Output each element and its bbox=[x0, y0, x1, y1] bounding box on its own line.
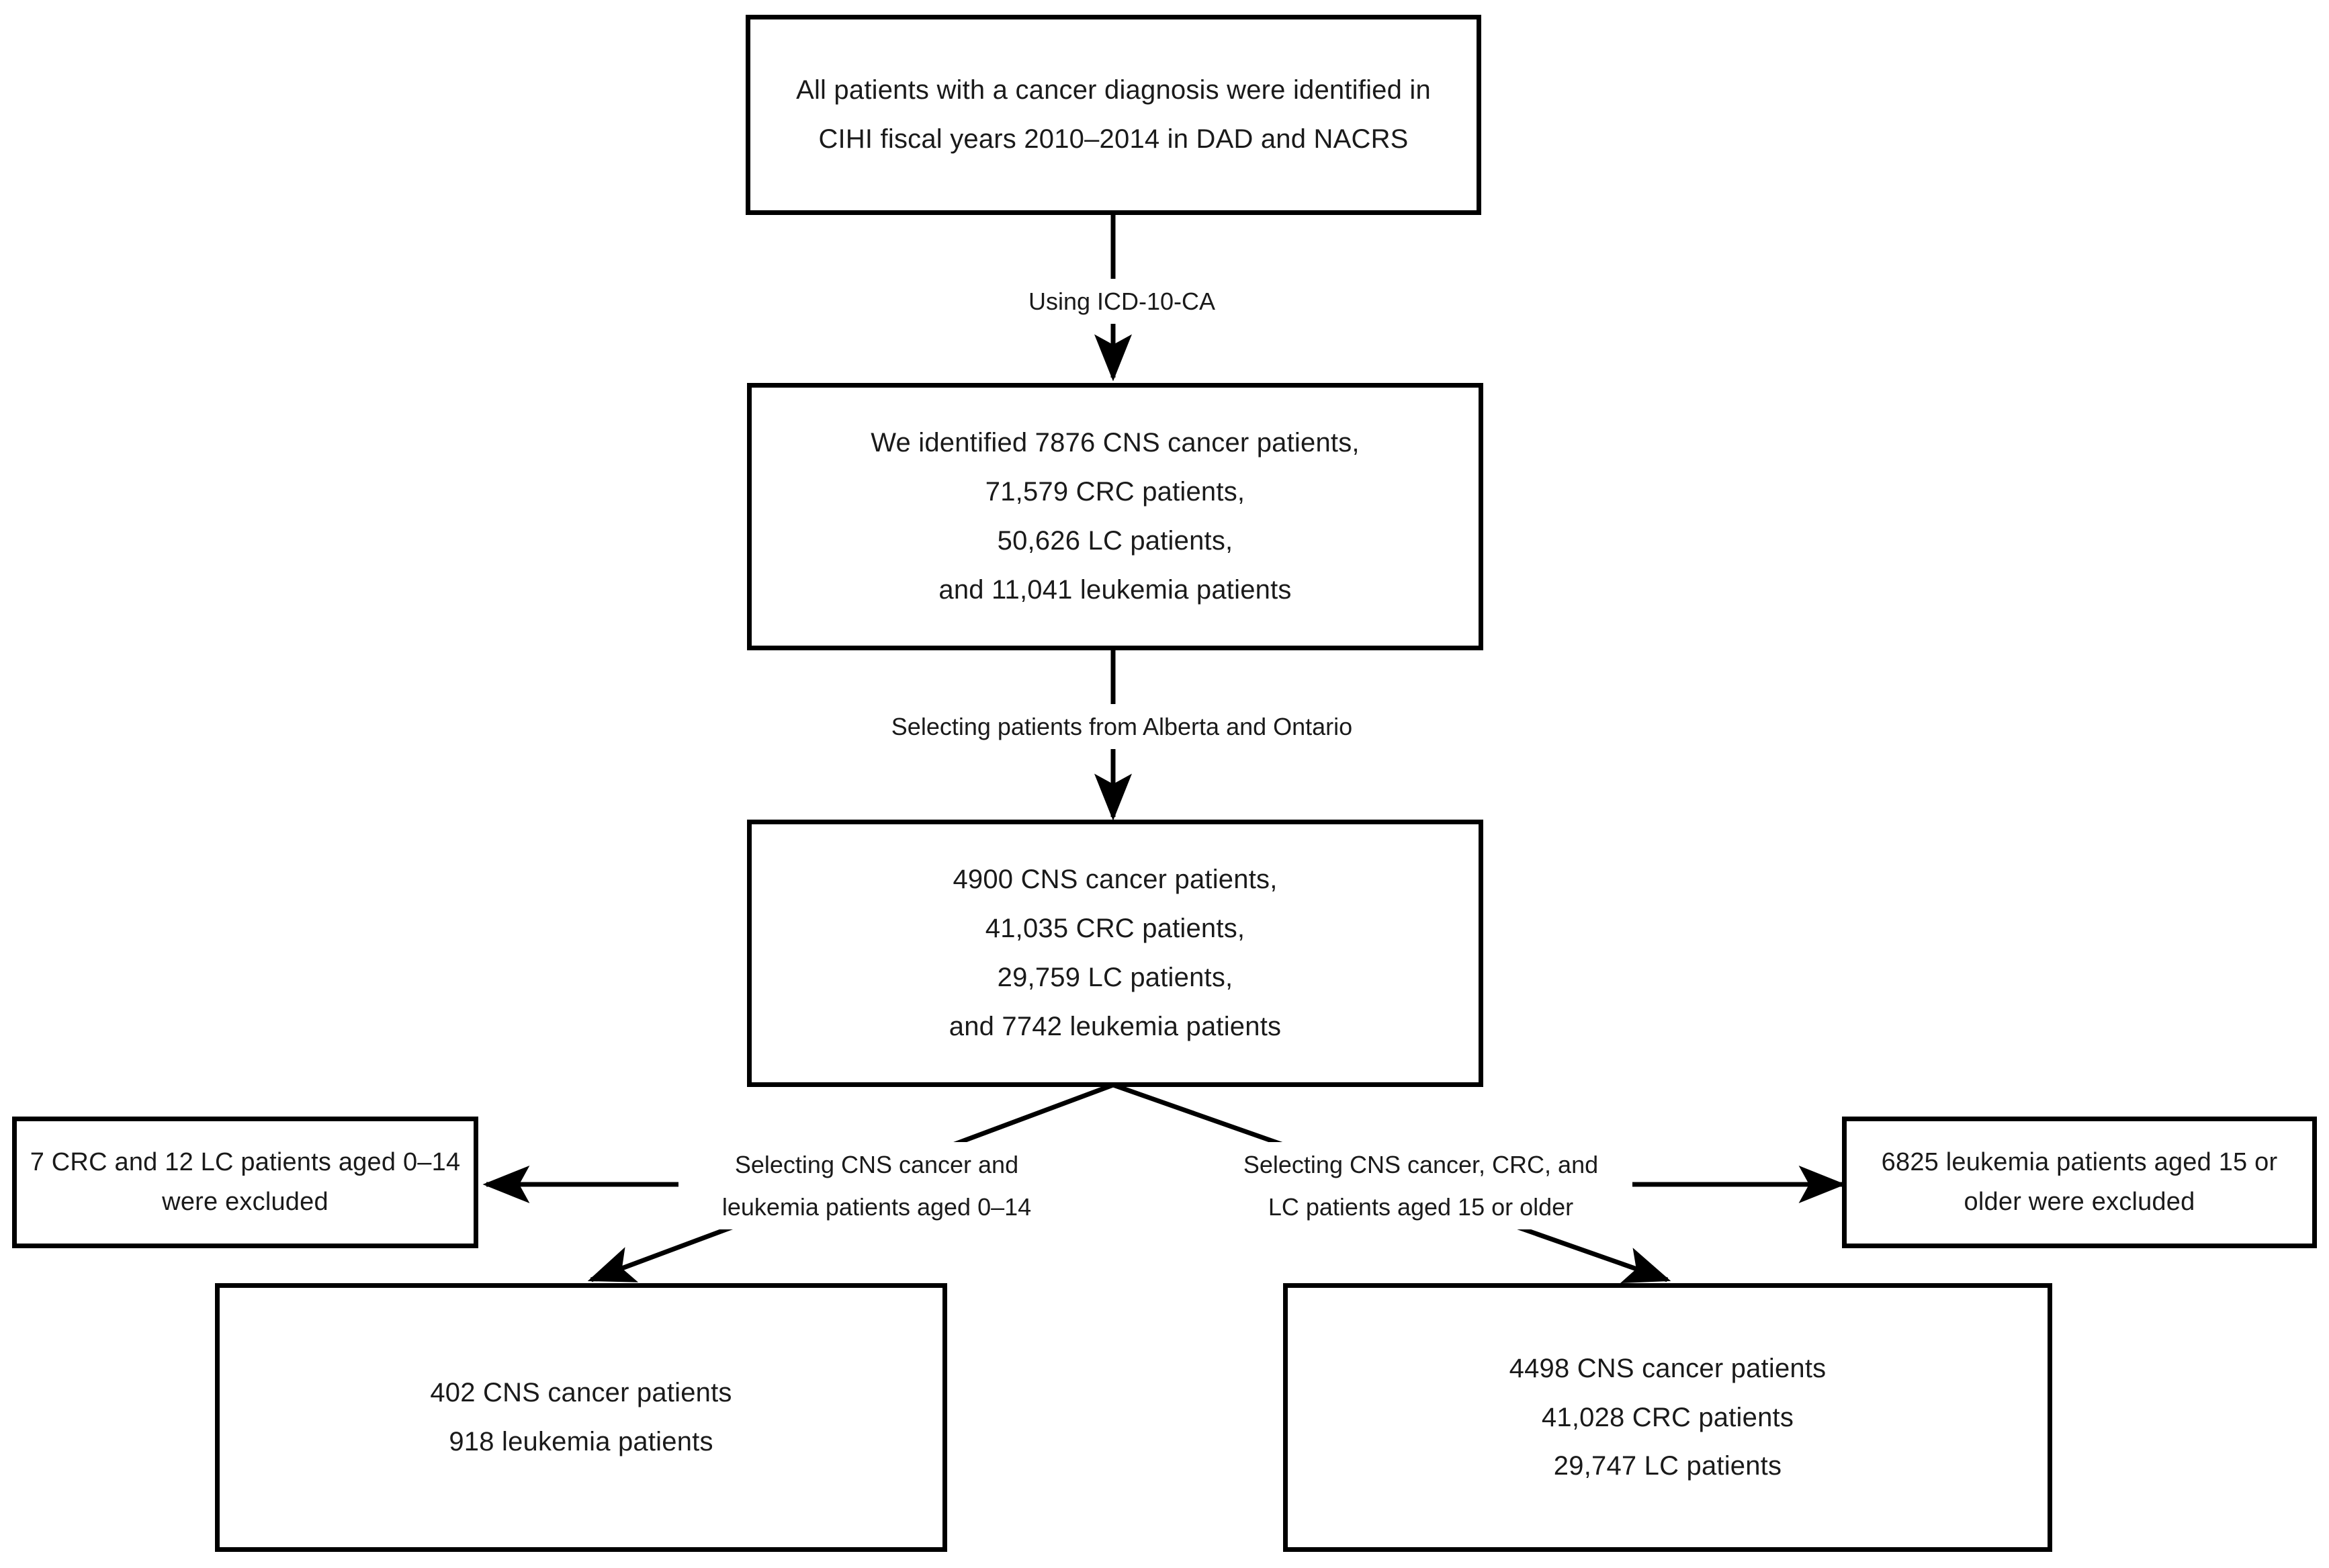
node-identified-counts-line-2: 71,579 CRC patients, bbox=[985, 477, 1245, 507]
node-identified-counts-line-3: 50,626 LC patients, bbox=[997, 526, 1233, 556]
edge-label-icd-coding: Using ICD-10-CA bbox=[1001, 279, 1243, 324]
node-adult-cohort-line-3: 29,747 LC patients bbox=[1553, 1451, 1782, 1481]
node-provincial-counts-line-3: 29,759 LC patients, bbox=[997, 963, 1233, 992]
node-provincial-counts-line-4: and 7742 leukemia patients bbox=[949, 1011, 1282, 1041]
node-all-patients-line-2: CIHI fiscal years 2010–2014 in DAD and N… bbox=[818, 124, 1409, 154]
node-provincial-counts: 4900 CNS cancer patients, 41,035 CRC pat… bbox=[747, 820, 1483, 1087]
edge-label-pediatric-filter-line-1: Selecting CNS cancer and bbox=[734, 1151, 1019, 1178]
node-excluded-right-line-2: older were excluded bbox=[1964, 1188, 2195, 1216]
node-adult-cohort-line-1: 4498 CNS cancer patients bbox=[1509, 1353, 1827, 1383]
node-adult-cohort: 4498 CNS cancer patients 41,028 CRC pati… bbox=[1283, 1283, 2052, 1552]
edge-label-province-filter-line-1: Selecting patients from Alberta and Onta… bbox=[891, 713, 1353, 740]
edge-label-pediatric-filter: Selecting CNS cancer and leukemia patien… bbox=[678, 1142, 1075, 1229]
node-all-patients: All patients with a cancer diagnosis wer… bbox=[746, 15, 1481, 215]
edge-label-adult-filter: Selecting CNS cancer, CRC, and LC patien… bbox=[1209, 1142, 1632, 1229]
node-pediatric-cohort: 402 CNS cancer patients 918 leukemia pat… bbox=[215, 1283, 947, 1552]
node-excluded-right: 6825 leukemia patients aged 15 or older … bbox=[1842, 1117, 2317, 1248]
edge-label-province-filter: Selecting patients from Alberta and Onta… bbox=[846, 704, 1397, 749]
node-excluded-left-line-1: 7 CRC and 12 LC patients aged 0–14 bbox=[30, 1148, 461, 1177]
node-excluded-left: 7 CRC and 12 LC patients aged 0–14 were … bbox=[12, 1117, 478, 1248]
node-provincial-counts-line-1: 4900 CNS cancer patients, bbox=[953, 865, 1278, 895]
node-provincial-counts-line-2: 41,035 CRC patients, bbox=[985, 914, 1245, 944]
edge-label-icd-coding-line-1: Using ICD-10-CA bbox=[1028, 288, 1216, 315]
edge-label-adult-filter-line-2: LC patients aged 15 or older bbox=[1268, 1193, 1574, 1221]
node-identified-counts: We identified 7876 CNS cancer patients, … bbox=[747, 383, 1483, 650]
node-identified-counts-line-1: We identified 7876 CNS cancer patients, bbox=[871, 428, 1360, 458]
node-pediatric-cohort-line-1: 402 CNS cancer patients bbox=[430, 1378, 732, 1408]
edge-label-pediatric-filter-line-2: leukemia patients aged 0–14 bbox=[721, 1193, 1032, 1221]
edge-label-adult-filter-line-1: Selecting CNS cancer, CRC, and bbox=[1243, 1151, 1599, 1178]
node-excluded-right-line-1: 6825 leukemia patients aged 15 or bbox=[1881, 1148, 2278, 1177]
node-pediatric-cohort-line-2: 918 leukemia patients bbox=[449, 1427, 713, 1456]
node-identified-counts-line-4: and 11,041 leukemia patients bbox=[938, 574, 1292, 605]
node-adult-cohort-line-2: 41,028 CRC patients bbox=[1541, 1402, 1794, 1432]
node-excluded-left-line-2: were excluded bbox=[162, 1188, 328, 1216]
node-all-patients-line-1: All patients with a cancer diagnosis wer… bbox=[796, 75, 1431, 105]
